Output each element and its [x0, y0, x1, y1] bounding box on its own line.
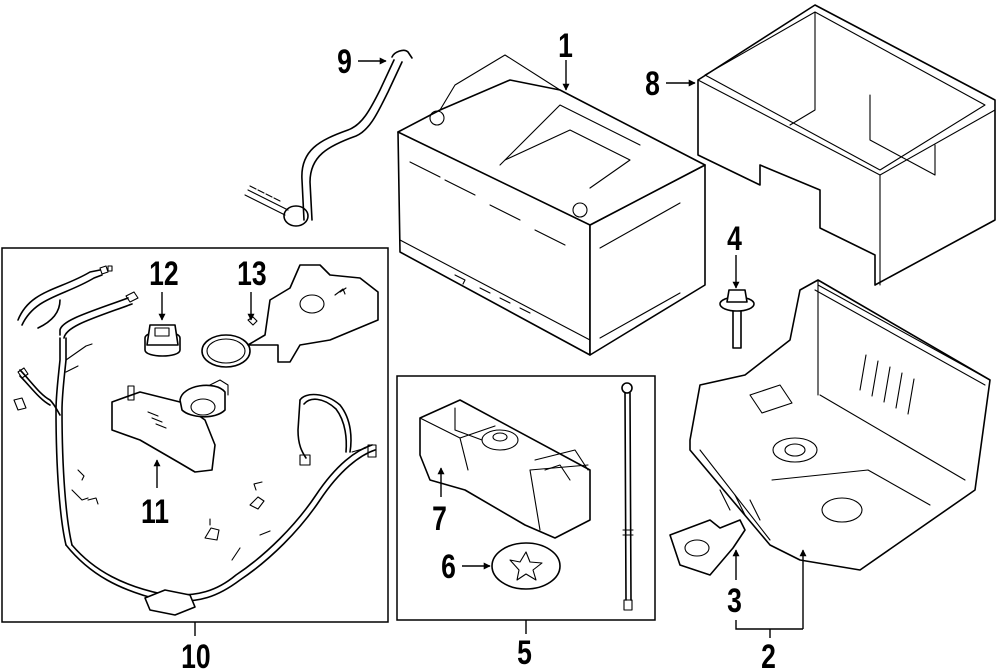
callout-3[interactable]: 3	[727, 582, 742, 620]
bolt-part-4[interactable]	[719, 289, 755, 349]
nut-part-12[interactable]	[144, 324, 181, 357]
terminal-sensor-part-11[interactable]	[111, 379, 229, 473]
callout-12[interactable]: 12	[149, 255, 179, 293]
hold-down-kit-group-box	[396, 375, 656, 634]
callout-1[interactable]: 1	[558, 27, 573, 65]
battery-tray-part-2[interactable]	[689, 279, 991, 571]
hold-down-rod[interactable]	[621, 382, 634, 611]
callout-2[interactable]: 2	[761, 638, 776, 671]
callout-labels: 1 2 3 4 5 6 7 8 9 10 11 12 13	[141, 27, 776, 671]
terminal-cover-part-13[interactable]	[201, 264, 379, 368]
battery-part-1[interactable]	[397, 54, 706, 356]
insulator-part-8[interactable]	[697, 4, 996, 286]
wiring-harness[interactable]	[13, 265, 377, 616]
tray-bracket-part-3[interactable]	[669, 519, 746, 576]
callout-7[interactable]: 7	[432, 500, 447, 538]
callout-11[interactable]: 11	[141, 493, 169, 531]
clamp-part-7[interactable]	[419, 399, 591, 539]
callout-4[interactable]: 4	[727, 220, 742, 258]
harness-kit-group-box	[1, 247, 389, 636]
callout-13[interactable]: 13	[237, 255, 267, 293]
callout-6[interactable]: 6	[441, 548, 456, 586]
callout-9[interactable]: 9	[337, 43, 352, 81]
retainer-clip-part-6[interactable]	[491, 542, 561, 590]
callout-8[interactable]: 8	[645, 65, 660, 103]
leader-lines	[153, 57, 807, 638]
vent-tube-part-9[interactable]	[244, 49, 413, 227]
callout-10[interactable]: 10	[181, 638, 211, 671]
callout-5[interactable]: 5	[517, 634, 532, 671]
